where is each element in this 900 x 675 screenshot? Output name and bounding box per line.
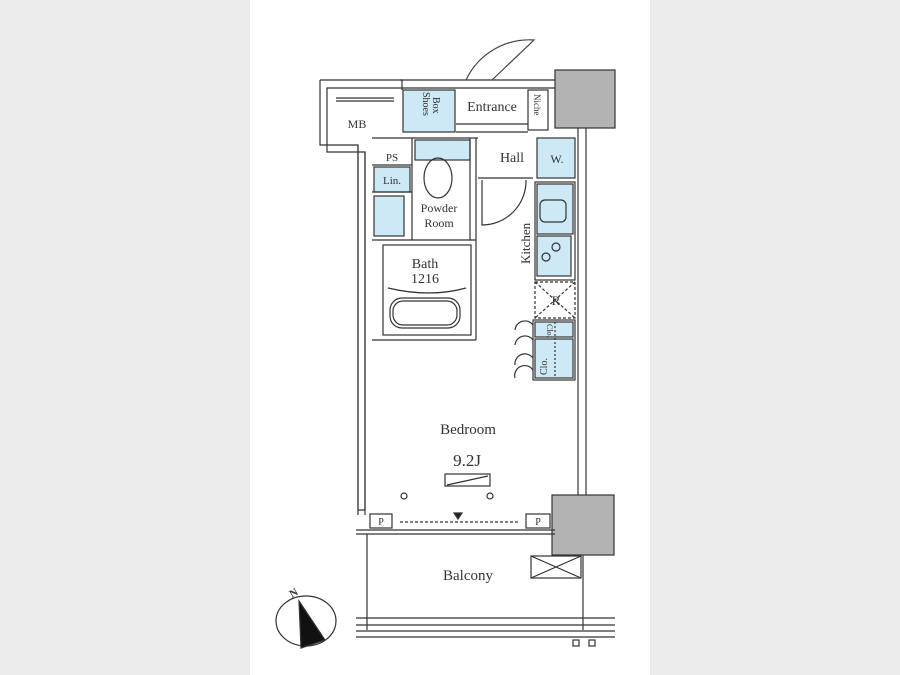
label-pipe-left: P [378, 517, 384, 528]
closet-door-swings [514, 320, 534, 379]
compass-north-label: N [288, 586, 301, 600]
toilet-tank [414, 139, 471, 161]
kitchen-counter [534, 181, 576, 281]
label-room: Room [424, 216, 454, 230]
label-niche: Niche [532, 94, 542, 116]
bathtub [389, 297, 461, 329]
label-ps: PS [386, 152, 398, 164]
north-compass [275, 595, 337, 649]
toilet-bowl [423, 157, 453, 199]
label-balcony: Balcony [443, 568, 493, 584]
structural-column-bottom [551, 494, 615, 556]
fridge-space [534, 281, 576, 319]
pipe-shaft-right [525, 513, 551, 529]
label-hall: Hall [500, 151, 524, 166]
structural-column-top [554, 69, 616, 129]
label-box: Box [430, 97, 441, 114]
pipe-shaft-left [369, 513, 393, 529]
label-bedroom: Bedroom [440, 422, 496, 438]
label-powder: Powder [421, 201, 458, 215]
entrance-door-swing [465, 39, 536, 81]
closet [532, 319, 576, 381]
bathroom-unit [382, 244, 472, 336]
washer-space [536, 137, 576, 179]
label-pipe-right: P [535, 517, 541, 528]
washbasin [373, 195, 405, 237]
label-closet-large: Clo. [539, 358, 550, 375]
label-kitchen: Kitchen [518, 222, 533, 264]
hall-door-swing [481, 179, 527, 226]
outdoor-unit [530, 555, 582, 579]
shoes-box-fixture [402, 89, 456, 133]
niche-box [527, 89, 549, 131]
label-fridge: R [552, 293, 561, 308]
linen-closet [373, 166, 411, 193]
label-bath-size: 1216 [411, 272, 439, 287]
air-conditioner [444, 473, 491, 487]
label-entrance: Entrance [467, 100, 517, 115]
exterior-walls [319, 79, 587, 515]
label-bath: Bath [412, 257, 438, 272]
label-shoes: Shoes [420, 92, 431, 116]
label-mb: MB [348, 117, 367, 131]
label-bedroom-size: 9.2J [453, 451, 481, 470]
label-linen: Lin. [383, 175, 401, 187]
label-washer: W. [550, 152, 563, 166]
label-closet-small: Clo. [545, 324, 554, 338]
kitchen-sink [539, 199, 567, 223]
